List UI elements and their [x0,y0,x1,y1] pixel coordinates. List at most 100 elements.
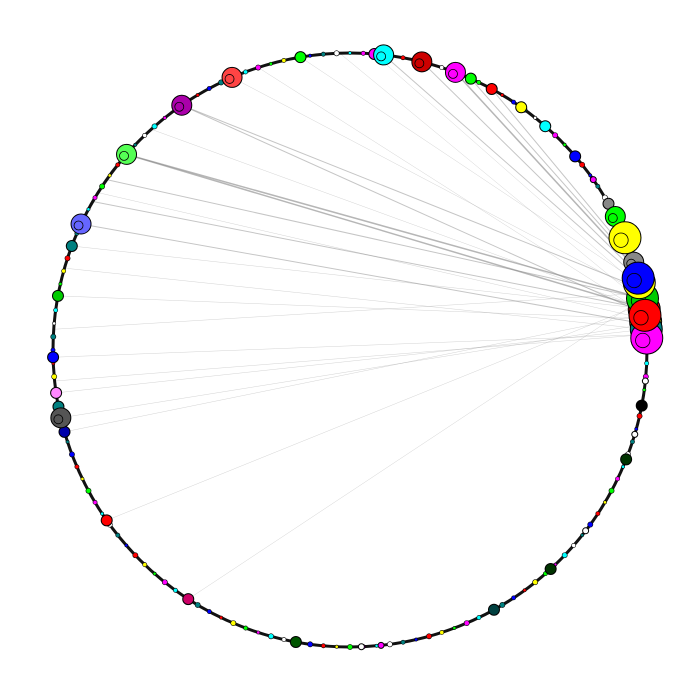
network-node[interactable] [621,261,655,295]
network-node[interactable] [65,239,78,252]
ring-node [603,500,607,505]
network-node[interactable] [620,453,633,466]
ring-node [561,552,568,559]
ring-node [133,142,138,147]
node-circle [539,120,552,133]
ring-node [243,69,248,75]
node-inner-ring [448,68,458,79]
network-edge [53,293,642,330]
ring-node [511,595,517,601]
ring-node [151,123,158,130]
network-edge [421,61,638,274]
ring-node [124,543,129,548]
ring-node [269,61,273,66]
ring-node [320,51,326,57]
network-node[interactable] [608,221,642,255]
network-node[interactable] [487,603,500,616]
network-edge [188,298,643,600]
network-node[interactable] [171,94,193,116]
network-node[interactable] [464,72,477,85]
ring-node [85,487,92,494]
ring-node [51,373,58,380]
node-ring [51,51,649,649]
network-node[interactable] [70,213,92,235]
network-node[interactable] [589,176,597,184]
network-node[interactable] [50,407,72,429]
ring-node [608,487,615,494]
network-node[interactable] [641,377,649,385]
network-edge [231,77,642,294]
network-node[interactable] [289,636,302,649]
ring-node [414,637,419,642]
ring-node [195,93,200,97]
ring-node [307,641,314,648]
network-node[interactable] [569,150,582,163]
network-node[interactable] [294,51,307,64]
ring-node [152,571,157,576]
node-inner-ring [414,58,425,69]
network-node[interactable] [357,643,365,651]
network-node[interactable] [377,641,385,649]
network-edge [454,71,637,269]
ring-node [580,533,585,538]
network-node[interactable] [444,61,466,83]
ring-node [132,552,139,559]
network-edge [470,78,635,264]
network-node[interactable] [582,527,590,535]
node-circle [582,527,590,535]
network-node[interactable] [628,298,662,332]
network-node[interactable] [47,351,60,364]
ring-node [92,499,98,505]
ring-node [206,609,212,614]
network-node[interactable] [485,82,498,95]
network-node[interactable] [100,514,113,527]
node-circle [377,641,385,649]
ring-node [115,162,121,168]
ring-node [230,620,237,627]
network-node[interactable] [604,206,626,228]
network-node[interactable] [51,289,64,302]
ring-node [321,643,326,649]
network-node[interactable] [631,430,639,438]
node-circle [487,603,500,616]
ring-node [386,641,393,648]
network-edge [126,153,645,310]
network-node[interactable] [539,120,552,133]
ring-node [161,579,168,586]
ring-node [532,579,539,586]
node-inner-ring [174,101,185,112]
ring-node [400,639,406,645]
node-circle [515,101,528,114]
ring-node [308,53,312,58]
node-inner-ring [635,332,651,349]
ring-node [100,511,105,516]
ring-layer [50,50,650,650]
ring-node [52,321,57,326]
ring-node [61,268,67,274]
ring-node [426,633,432,640]
network-node[interactable] [411,51,433,73]
network-node[interactable] [116,143,138,165]
network-node[interactable] [544,562,557,575]
ring-node [64,255,71,262]
network-node[interactable] [221,66,243,88]
network-node[interactable] [515,101,528,114]
node-circle [100,514,113,527]
node-circle [221,66,243,88]
network-node[interactable] [50,386,63,399]
node-circle [70,213,92,235]
ring-node [595,511,601,517]
ring-node [644,360,650,366]
ring-node [439,65,445,70]
network-node[interactable] [635,399,648,412]
ring-node [92,195,98,201]
ring-node [99,183,106,190]
network-edge [92,201,645,310]
network-node[interactable] [373,44,395,66]
ring-node [194,602,201,608]
edge-layer [53,52,647,600]
network-node[interactable] [182,593,195,606]
ring-node [142,562,148,568]
ring-node [173,587,178,593]
network-edge [98,192,646,320]
